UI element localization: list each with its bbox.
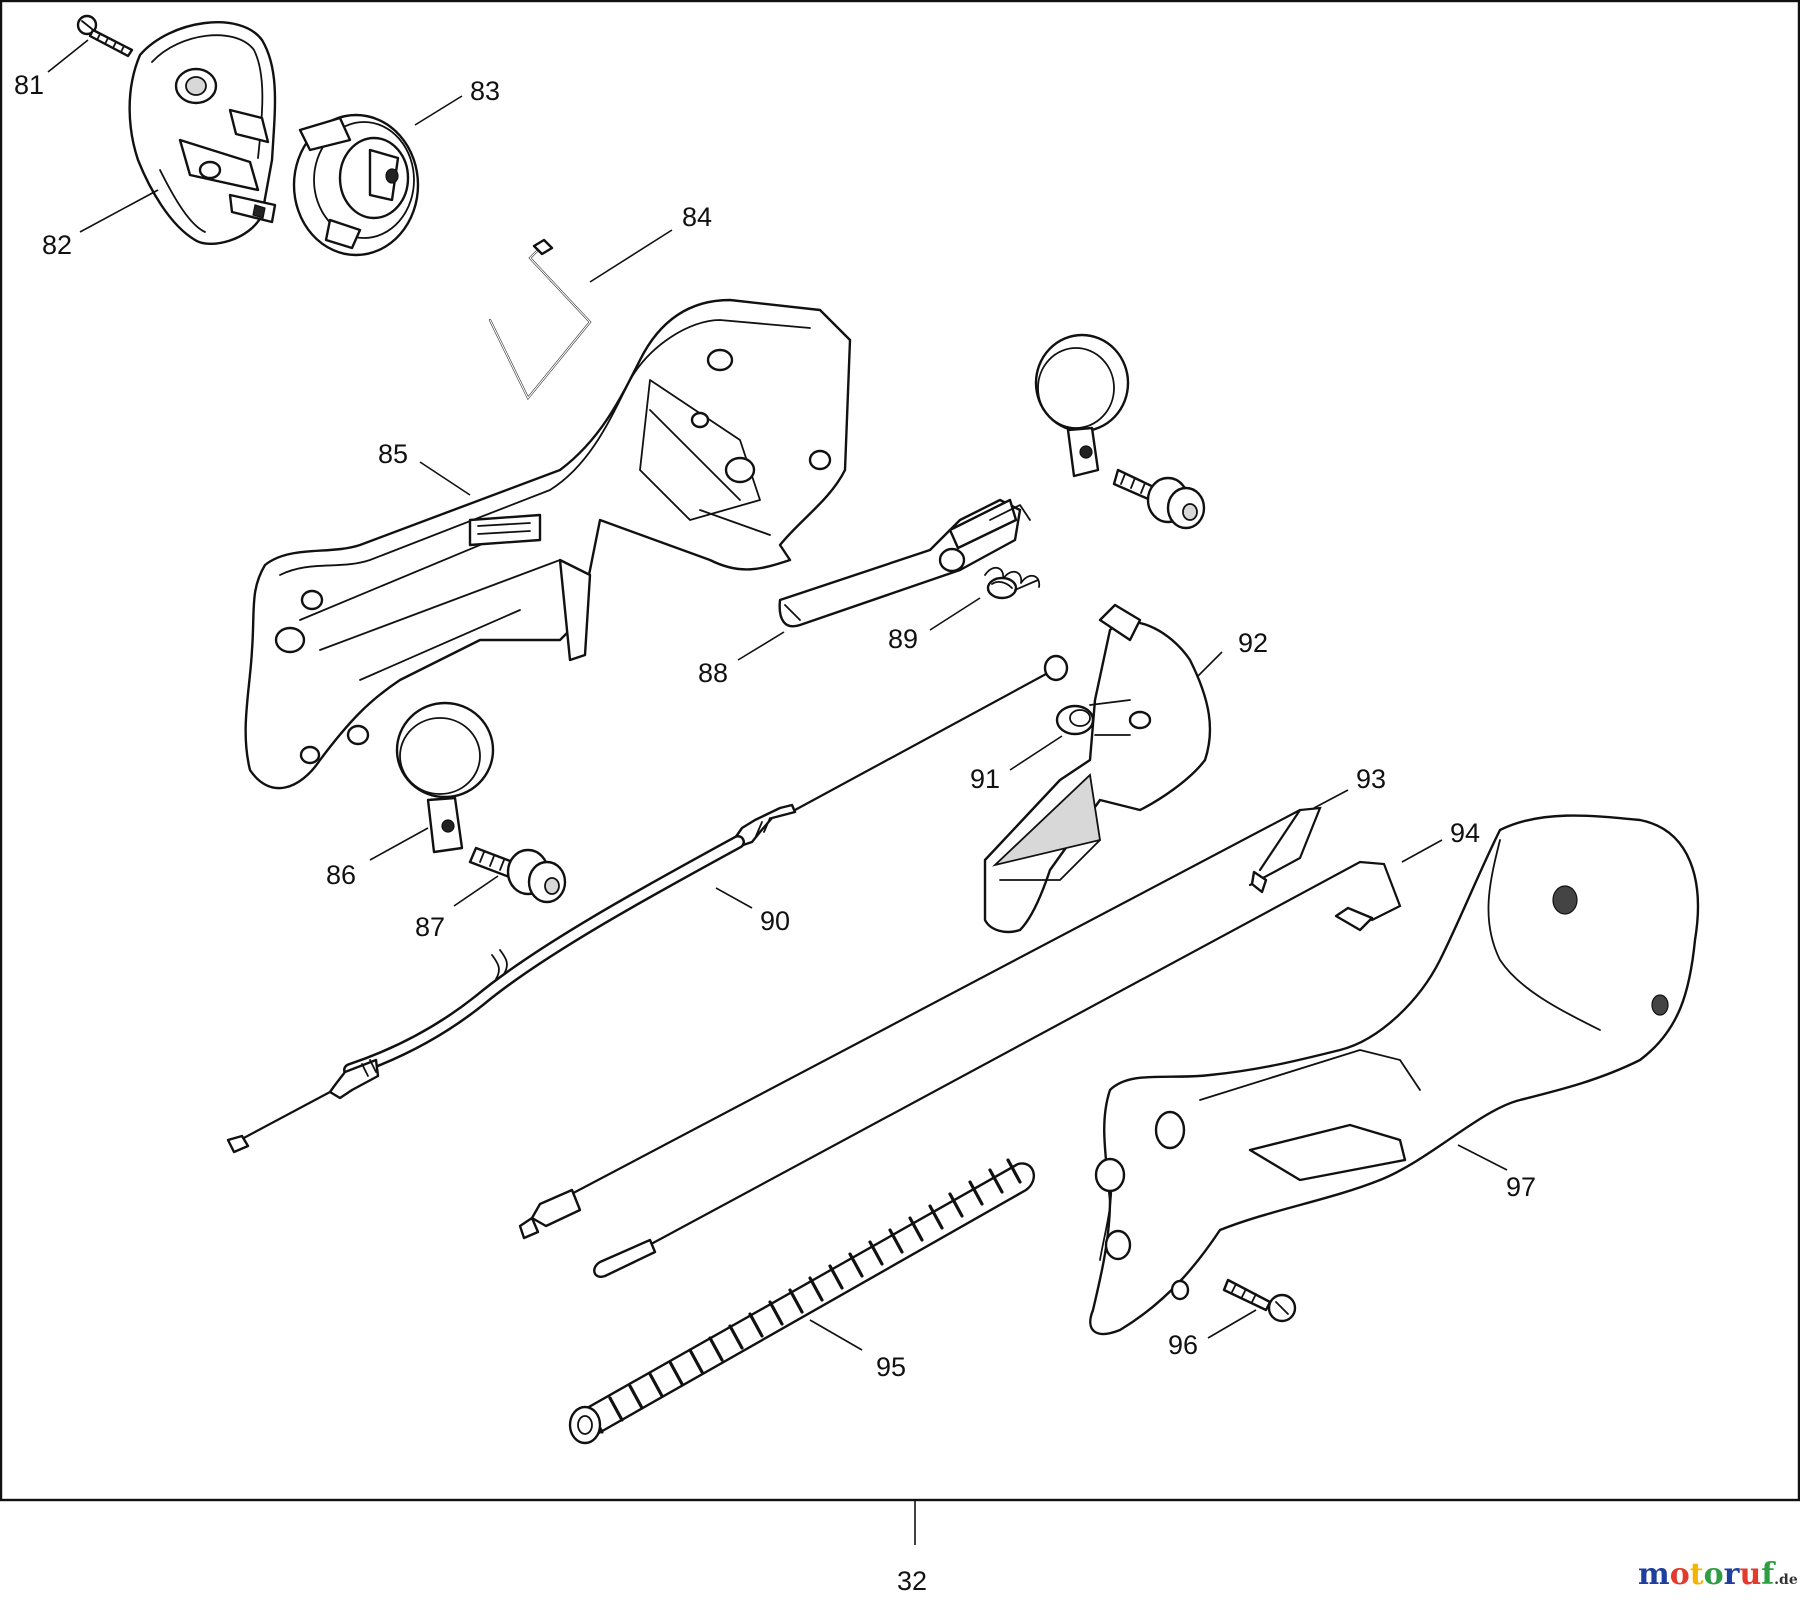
part-94-wire xyxy=(593,860,1402,1278)
part-93-wire xyxy=(518,806,1322,1240)
group-number: 32 xyxy=(897,1566,927,1596)
part-85-handle-shell xyxy=(244,298,852,790)
svg-text:motoruf.de: motoruf.de xyxy=(1638,1557,1798,1592)
part-96-screw xyxy=(1222,1278,1297,1323)
watermark-logo: motoruf.de xyxy=(1638,1557,1798,1592)
callout-84: 84 xyxy=(682,202,712,232)
callout-97: 97 xyxy=(1506,1172,1536,1202)
part-95-corrugated-tube xyxy=(568,1158,1036,1445)
callout-labels: 81 82 83 84 85 86 87 88 89 90 91 92 93 9… xyxy=(14,70,1536,1382)
callout-93: 93 xyxy=(1356,764,1386,794)
part-92-lockout-lever xyxy=(983,603,1212,934)
part-84-spring-wire xyxy=(488,238,592,401)
part-82-cover xyxy=(128,21,277,245)
callout-86: 86 xyxy=(326,860,356,890)
part-97-rear-handle xyxy=(1089,814,1700,1336)
callout-88: 88 xyxy=(698,658,728,688)
part-90-throttle-cable xyxy=(226,654,1069,1154)
part-clamp-upper xyxy=(1034,333,1130,478)
part-87-bolt xyxy=(468,846,567,904)
callout-90: 90 xyxy=(760,906,790,936)
part-81-screw xyxy=(76,14,134,58)
callout-92: 92 xyxy=(1238,628,1268,658)
callout-96: 96 xyxy=(1168,1330,1198,1360)
part-bolt-upper xyxy=(1112,468,1206,530)
callout-81: 81 xyxy=(14,70,44,100)
leader-lines xyxy=(47,39,1508,1351)
callout-87: 87 xyxy=(415,912,445,942)
callout-83: 83 xyxy=(470,76,500,106)
part-89-spring xyxy=(984,566,1041,600)
callout-89: 89 xyxy=(888,624,918,654)
callout-94: 94 xyxy=(1450,818,1480,848)
part-88-throttle-trigger xyxy=(778,498,1031,628)
part-86-clamp xyxy=(395,701,495,854)
callout-82: 82 xyxy=(42,230,72,260)
callout-85: 85 xyxy=(378,439,408,469)
callout-91: 91 xyxy=(970,764,1000,794)
part-91-roller xyxy=(1055,699,1131,736)
callout-95: 95 xyxy=(876,1352,906,1382)
part-83-rotor xyxy=(292,113,420,257)
